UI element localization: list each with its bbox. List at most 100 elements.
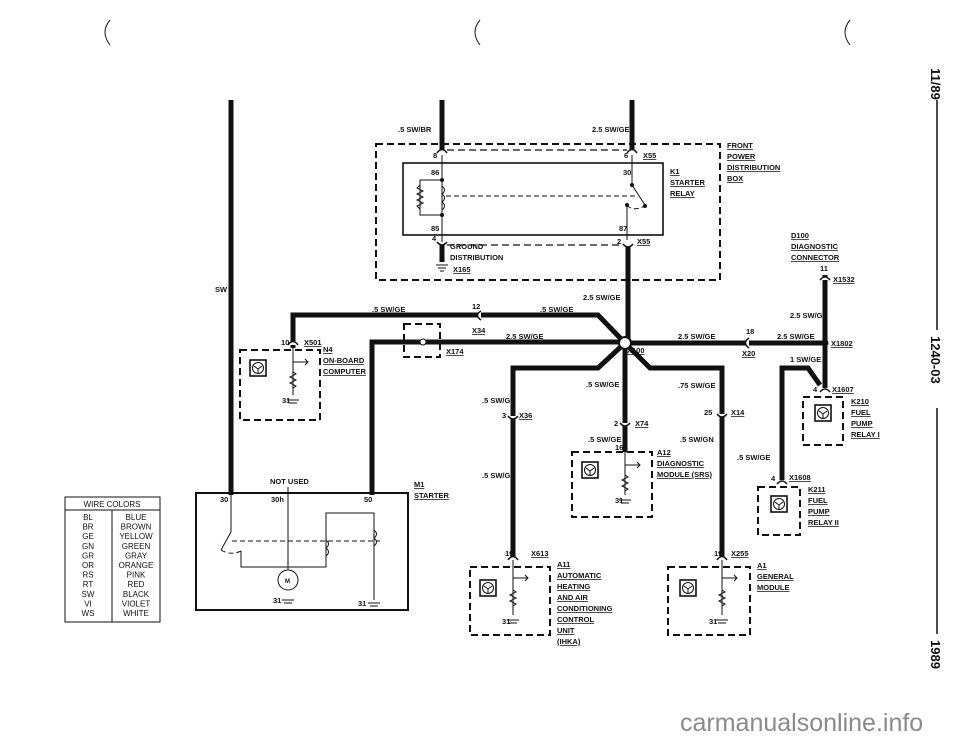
wire-label: 2.5 SW/GE bbox=[678, 332, 716, 341]
wire-label: .5 SW/GN bbox=[680, 435, 714, 444]
connector-label: X55 bbox=[643, 151, 656, 160]
wire-color-name: BLUE bbox=[126, 513, 147, 522]
year-label: 1989 bbox=[928, 640, 943, 669]
connector-label: X255 bbox=[731, 549, 749, 558]
n4-label: ON-BOARD bbox=[323, 356, 365, 365]
module-internals bbox=[287, 348, 738, 624]
pin-label: 2 bbox=[614, 419, 618, 428]
a12-label: DIAGNOSTIC bbox=[657, 459, 705, 468]
pin-label: 10 bbox=[281, 338, 289, 347]
pin-label: 25 bbox=[704, 408, 712, 417]
a11-label: CONDITIONING bbox=[557, 604, 613, 613]
pin-label: 6 bbox=[624, 151, 628, 160]
fpdb-label: POWER bbox=[727, 152, 756, 161]
wire-color-name: RED bbox=[128, 580, 145, 589]
pin-label: 12 bbox=[472, 302, 480, 311]
pin-label: 31 bbox=[709, 617, 717, 626]
front-power-distribution-box bbox=[375, 143, 721, 281]
wire-label: 1 SW/GE bbox=[790, 355, 821, 364]
a1-label: A1 bbox=[757, 561, 767, 570]
wire-color-code: RS bbox=[82, 571, 93, 580]
connector-label: X1607 bbox=[832, 385, 854, 394]
wire-color-code: RT bbox=[83, 580, 94, 589]
pin-label: 30 bbox=[220, 495, 228, 504]
a12-label: A12 bbox=[657, 448, 671, 457]
connector-label: X100 bbox=[627, 346, 645, 355]
wire-color-name: VIOLET bbox=[122, 599, 151, 608]
pin-label: 3 bbox=[502, 411, 506, 420]
connectors bbox=[287, 148, 831, 561]
ground-label: DISTRIBUTION bbox=[450, 253, 503, 262]
connector-label: X36 bbox=[519, 411, 532, 420]
m1-internals bbox=[220, 487, 380, 607]
a11-label: CONTROL bbox=[557, 615, 594, 624]
connector-label: X34 bbox=[472, 326, 486, 335]
wire-color-code: BR bbox=[82, 523, 93, 532]
connector-label: X174 bbox=[446, 347, 464, 356]
wire-label: .5 SW/GE bbox=[482, 396, 515, 405]
k1-label: RELAY bbox=[670, 189, 695, 198]
date-label: 11/89 bbox=[928, 68, 943, 100]
k210-label: RELAY I bbox=[851, 430, 880, 439]
wire-color-code: GR bbox=[82, 551, 94, 560]
wire-color-name: YELLOW bbox=[119, 532, 153, 541]
x1802-junction bbox=[821, 339, 829, 347]
wire-color-code: OR bbox=[82, 561, 94, 570]
a1-label: GENERAL bbox=[757, 572, 794, 581]
k1-starter-relay-box bbox=[402, 162, 664, 236]
pin-label: 18 bbox=[746, 327, 754, 336]
pin-label: 86 bbox=[431, 168, 439, 177]
n4-label: COMPUTER bbox=[323, 367, 367, 376]
motor-icon: M bbox=[285, 579, 290, 585]
wire-label: .5 SW/GE bbox=[540, 305, 573, 314]
pin-label: 31 bbox=[273, 596, 281, 605]
wire-label: 2.5 SW/GE bbox=[583, 293, 621, 302]
wire-color-code: WS bbox=[82, 609, 95, 618]
connector-label: X14 bbox=[731, 408, 745, 417]
wire-color-name: GRAY bbox=[125, 551, 148, 560]
a1-label: MODULE bbox=[757, 583, 790, 592]
m1-label: NOT USED bbox=[270, 477, 309, 486]
a11-label: HEATING bbox=[557, 582, 590, 591]
m1-starter-box bbox=[195, 492, 409, 611]
k211-label: RELAY II bbox=[808, 518, 839, 527]
pin-label: 85 bbox=[431, 224, 439, 233]
pin-label: 4 bbox=[813, 385, 818, 394]
d100-label: D100 bbox=[791, 231, 809, 240]
x174-box bbox=[403, 323, 441, 358]
wire-label: SW bbox=[215, 285, 228, 294]
wire-color-name: ORANGE bbox=[119, 561, 154, 570]
pin-label: 31 bbox=[282, 396, 290, 405]
wire-color-code: VI bbox=[84, 599, 92, 608]
ground-label: GROUND bbox=[450, 242, 484, 251]
a11-label: AND AIR bbox=[557, 593, 589, 602]
fpdb-inner-dash bbox=[447, 149, 627, 246]
wire-color-name: WHITE bbox=[123, 609, 149, 618]
k211-label: FUEL bbox=[808, 496, 828, 505]
n4-label: N4 bbox=[323, 345, 333, 354]
a12-label: MODULE (SRS) bbox=[657, 470, 713, 479]
pin-label: 31 bbox=[358, 599, 366, 608]
wire-color-code: BL bbox=[83, 513, 93, 522]
wire-label: .5 SW/BR bbox=[398, 125, 432, 134]
fpdb-label: BOX bbox=[727, 174, 743, 183]
pin-label: 19 bbox=[505, 549, 513, 558]
connector-label: X55 bbox=[637, 237, 650, 246]
connector-label: X165 bbox=[453, 265, 471, 274]
wire-label: .5 SW/GE bbox=[372, 305, 405, 314]
a11-label: (IHKA) bbox=[557, 637, 581, 646]
wires bbox=[228, 100, 828, 560]
d100-label: DIAGNOSTIC bbox=[791, 242, 839, 251]
x100-junction bbox=[618, 336, 632, 350]
connector-label: X20 bbox=[742, 349, 755, 358]
pin-label: 31 bbox=[502, 617, 510, 626]
k211-label: K211 bbox=[808, 485, 826, 494]
m1-label: STARTER bbox=[414, 491, 449, 500]
wire-color-code: GN bbox=[82, 542, 94, 551]
wire-color-code: GE bbox=[82, 532, 94, 541]
control-unit-icons bbox=[249, 359, 832, 597]
pin-label: 16 bbox=[615, 443, 623, 452]
k210-label: PUMP bbox=[851, 419, 873, 428]
